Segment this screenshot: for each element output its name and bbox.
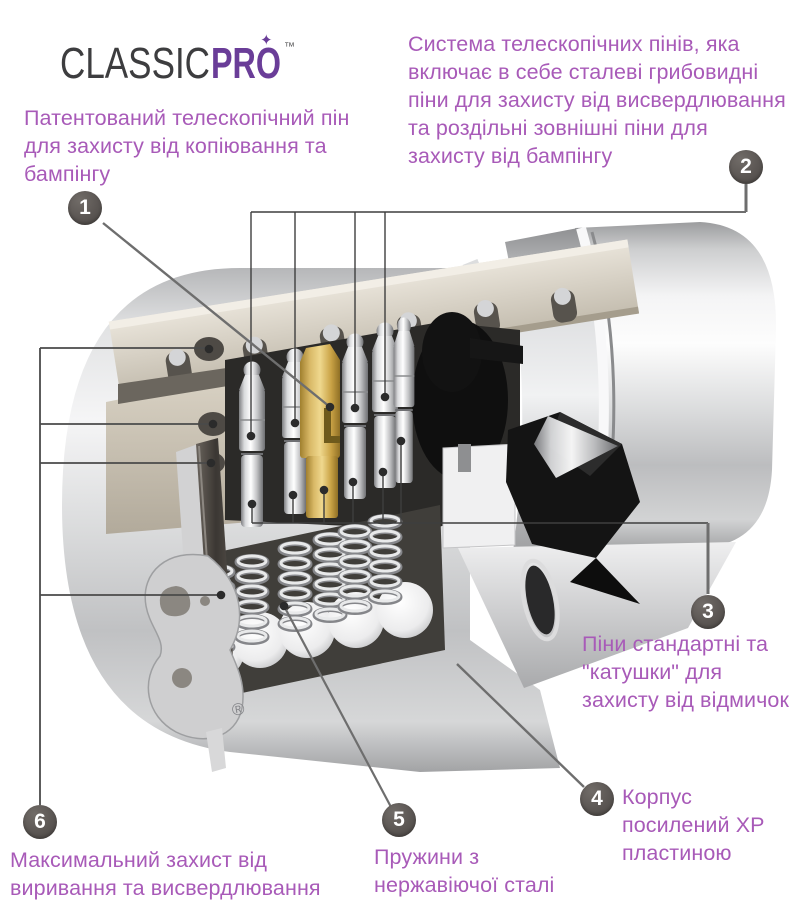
callout-2-text: Система телескопічних пінів, яка включає…	[408, 32, 786, 168]
callout-badge-6: 6	[23, 805, 57, 839]
callout-lines-badge6	[39, 347, 221, 805]
fin-screw-hole	[520, 558, 560, 642]
sidebar-slot	[118, 366, 240, 404]
key-icon	[144, 438, 244, 772]
xp-plate	[442, 443, 516, 549]
callout-1-text: Патентований телескопічний пін для захис…	[24, 106, 350, 186]
cam	[506, 412, 640, 604]
plug-core-shadow	[422, 312, 482, 392]
cam-shaft	[470, 338, 523, 364]
callout-badge-5: 5	[382, 803, 416, 837]
sparkle-icon: ✦	[260, 32, 273, 49]
brand-logo: CLASSIC PRO ✦ ™	[60, 32, 295, 88]
callout-badge-2: 2	[729, 150, 763, 184]
trademark: ™	[284, 41, 295, 53]
callout-badge-4: 4	[580, 782, 614, 816]
registered-mark: ®	[230, 699, 246, 720]
callout-badge-3: 3	[691, 595, 725, 629]
logo-pro: PRO	[211, 39, 281, 88]
callout-badge-1: 1	[68, 191, 102, 225]
callout-6-text: Максимальний захист від виривання та вис…	[10, 848, 321, 900]
callout-connectors	[102, 184, 748, 808]
callout-3-text: Піни стандартні та "катушки" для захисту…	[582, 632, 789, 712]
callout-4-text: Корпус посилений ХР пластиною	[622, 785, 765, 865]
callout-lines-thin	[250, 211, 746, 524]
callout-5-text: Пружини з нержавіючої сталі	[374, 845, 555, 897]
callout-dots	[204, 344, 406, 611]
golden-pin	[300, 344, 340, 518]
logo-classic: CLASSIC	[60, 39, 210, 88]
